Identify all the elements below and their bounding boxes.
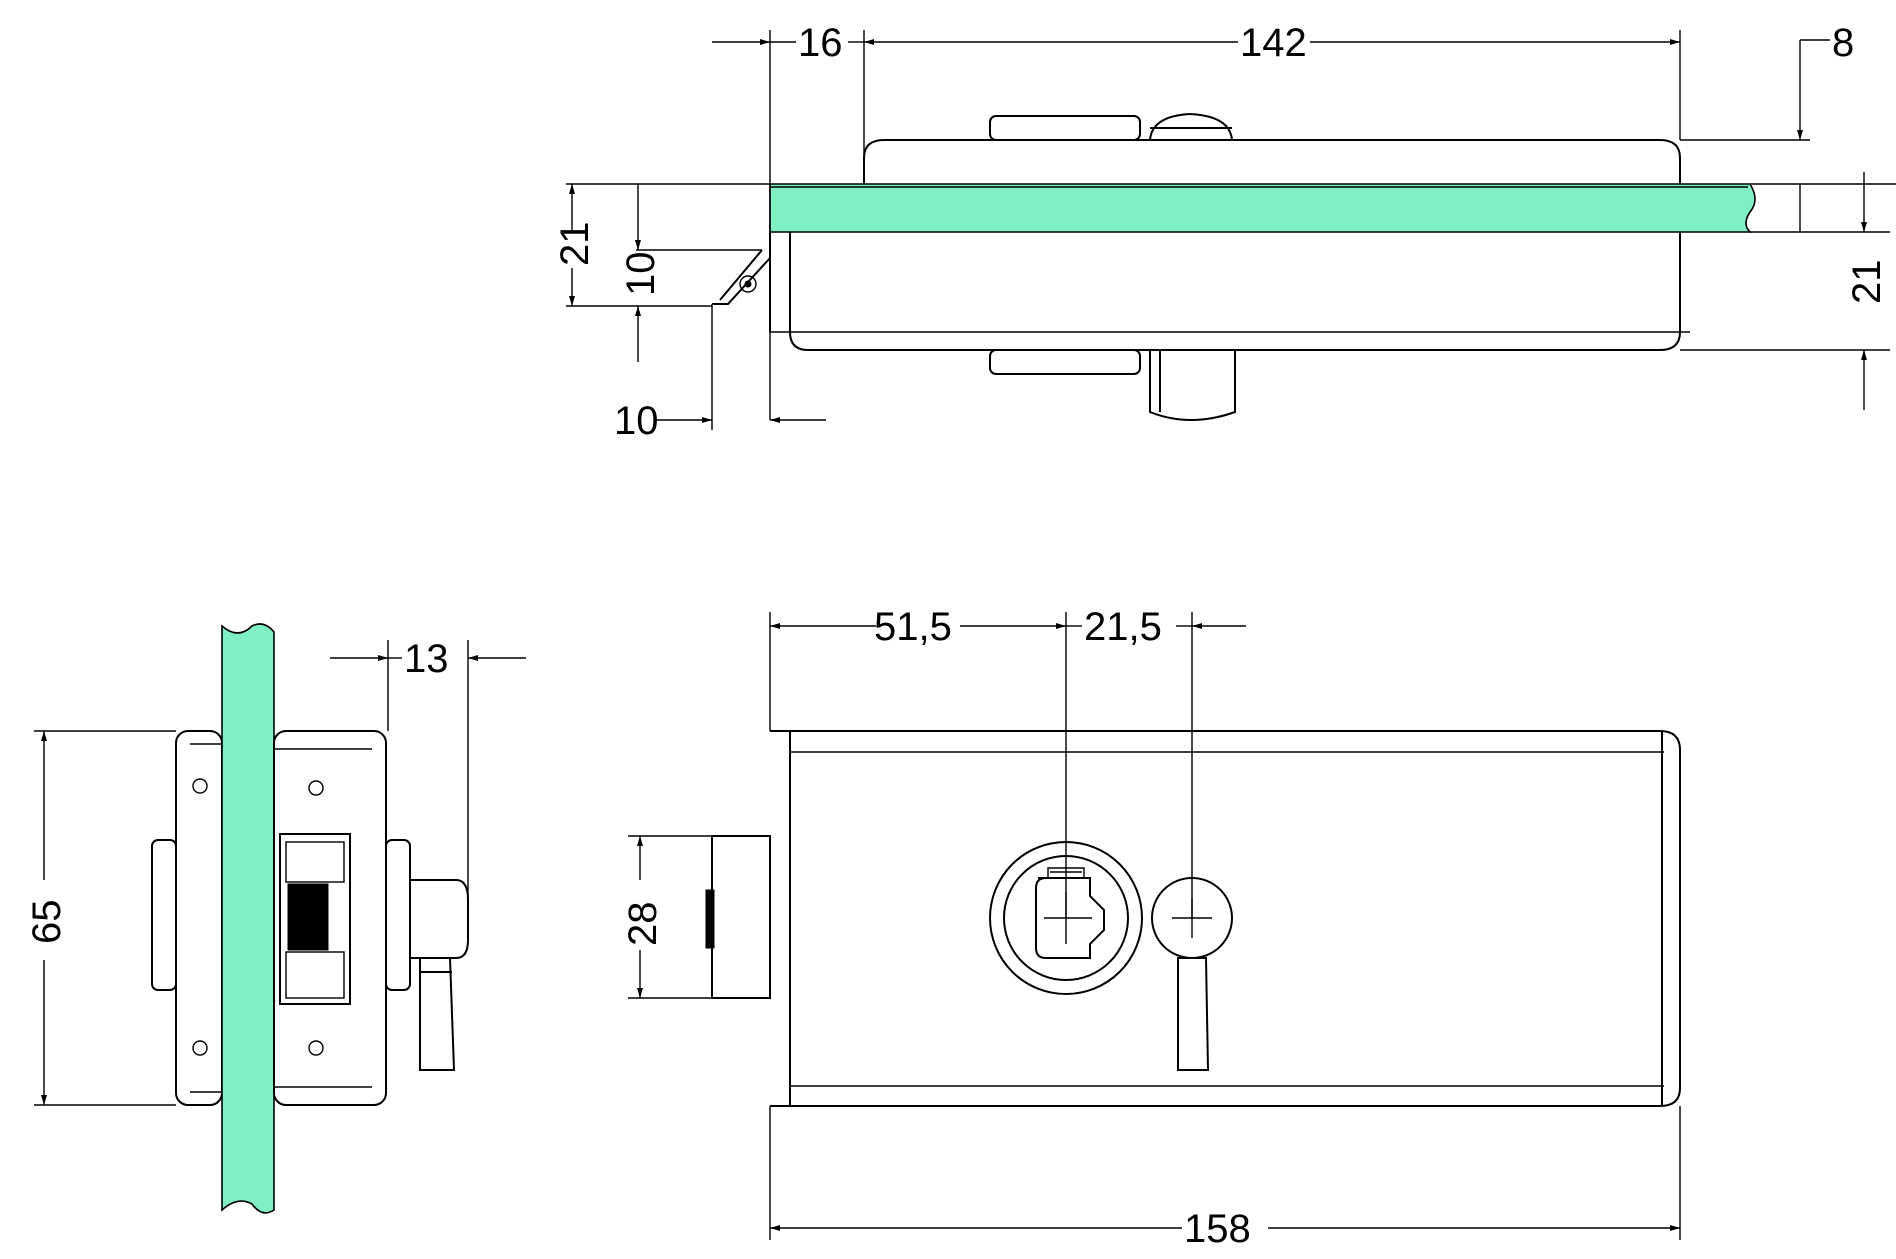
dim-front-gap: 21,5: [1084, 605, 1162, 649]
dim-side-knob: 13: [404, 637, 449, 681]
dim-front-strike: 28: [621, 902, 665, 947]
side-knob: [410, 879, 469, 959]
dim-top-length: 142: [1240, 21, 1307, 65]
front-keyway: [1035, 877, 1105, 959]
front-view: 51,5 21,5 28 158: [621, 605, 1681, 1251]
side-latch-block: [279, 833, 351, 1005]
dim-top-cover: 8: [1832, 21, 1854, 65]
top-screw-head-upper: [1149, 112, 1233, 141]
top-cover-plate: [863, 139, 1681, 184]
dim-top-offset: 16: [798, 21, 843, 65]
front-lock-body: [770, 730, 1681, 1107]
front-lever: [1177, 957, 1210, 1071]
dim-top-glass-left: 21: [553, 222, 597, 267]
top-handle-lower: [989, 349, 1141, 375]
dim-top-mid: 10: [619, 252, 663, 297]
top-glass-panel: [769, 183, 1756, 233]
side-glass-panel: [221, 623, 275, 1214]
top-view: 16 142 8 21 21 10 10: [553, 21, 1896, 443]
side-lever: [419, 957, 456, 1071]
top-handle-upper: [989, 115, 1141, 141]
side-latch-bolt: [287, 883, 329, 951]
top-strike-bevel: [712, 249, 771, 305]
top-knob-lower: [1149, 350, 1236, 421]
side-left-plate: [175, 730, 223, 1106]
dim-top-bottom: 10: [614, 399, 659, 443]
dim-top-glass-right: 21: [1845, 260, 1889, 305]
front-strike-plate: [711, 835, 771, 999]
side-view: 65 13: [25, 623, 526, 1214]
dim-front-width: 158: [1184, 1207, 1251, 1251]
dim-side-height: 65: [25, 900, 69, 945]
dim-front-left: 51,5: [874, 605, 952, 649]
top-strike-screw: [739, 275, 757, 293]
